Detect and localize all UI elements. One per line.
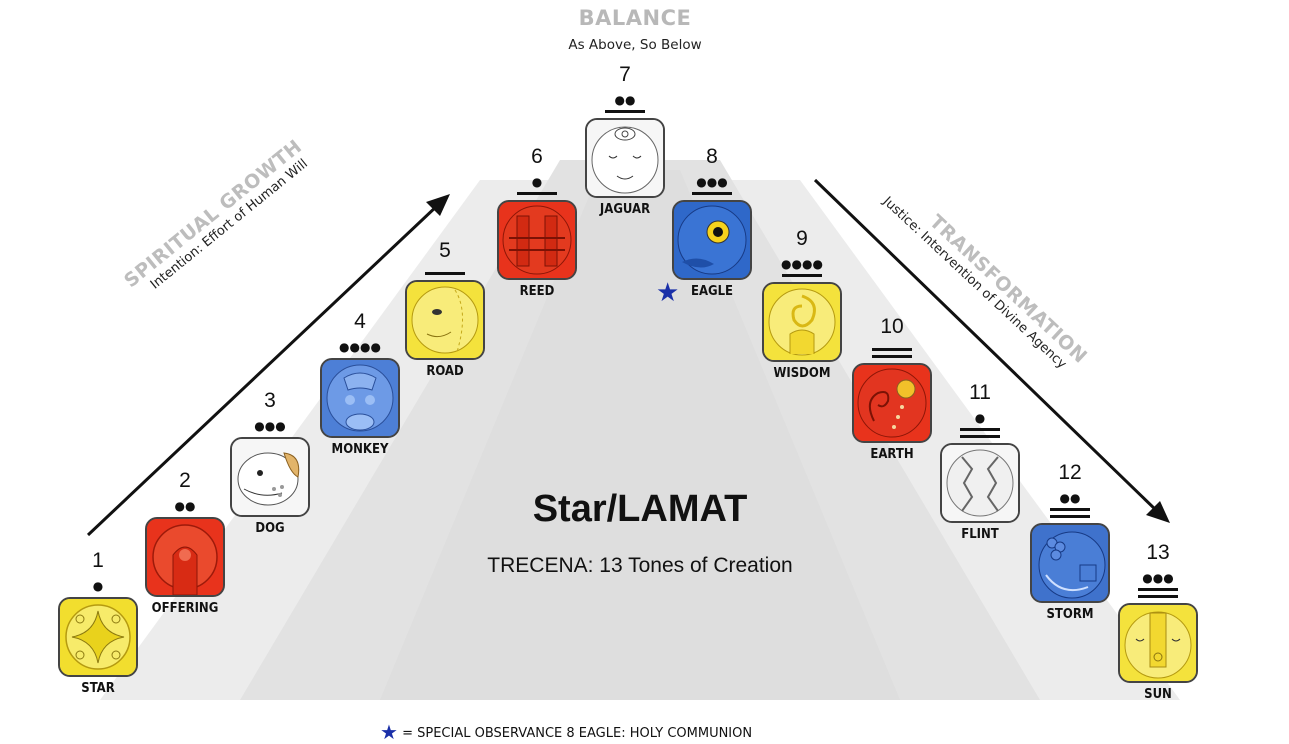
flint-glyph-icon: [940, 443, 1020, 523]
tone-bar: [872, 355, 912, 358]
tone-number: 6: [531, 145, 543, 168]
tone-label: ROAD: [426, 364, 464, 379]
dog-glyph-icon: [230, 437, 310, 517]
tone-number: 5: [439, 239, 451, 262]
tone-label: STAR: [81, 681, 115, 696]
monkey-glyph-icon: [320, 358, 400, 438]
tone-label: REED: [519, 284, 555, 299]
eagle-glyph-icon: [672, 200, 752, 280]
tone-number: 10: [880, 315, 904, 338]
tone-number: 9: [796, 227, 808, 250]
tone-number: 8: [706, 145, 718, 168]
trecena-subtitle: TRECENA: 13 Tones of Creation: [487, 554, 793, 577]
tone-bar: [425, 272, 465, 275]
balance-heading: BALANCE: [578, 6, 692, 30]
tone-number: 7: [619, 63, 631, 86]
tone-bar: [782, 274, 822, 277]
tone-number: 4: [354, 310, 366, 333]
sun-glyph-icon: [1118, 603, 1198, 683]
right-arrow-line: [813, 178, 1160, 514]
tone-label: MONKEY: [331, 442, 389, 457]
earth-glyph-icon: [852, 363, 932, 443]
tone-dots: ●●●: [1142, 571, 1174, 585]
tone-number: 3: [264, 389, 276, 412]
tone-bar: [1050, 508, 1090, 511]
tone-dots: ●●●●: [339, 340, 381, 354]
road-glyph-icon: [405, 280, 485, 360]
tone-number: 2: [179, 469, 191, 492]
tone-label: JAGUAR: [599, 202, 651, 217]
right-arrow-head: [1146, 501, 1170, 523]
tone-label: SUN: [1144, 687, 1172, 702]
main-title: Star/LAMAT: [532, 488, 748, 530]
footer-legend: ★ = SPECIAL OBSERVANCE 8 EAGLE: HOLY COM…: [380, 720, 940, 744]
special-observance-star-icon: ★: [656, 278, 680, 308]
tone-label: DOG: [255, 521, 285, 536]
offering-glyph-icon: [145, 517, 225, 597]
jaguar-glyph-icon: [585, 118, 665, 198]
star-glyph-icon: [58, 597, 138, 677]
storm-glyph-icon: [1030, 523, 1110, 603]
left-arrow-line: [86, 203, 440, 537]
tone-bar: [960, 428, 1000, 431]
special-observance-star-icon: ★: [380, 720, 398, 744]
reed-glyph-icon: [497, 200, 577, 280]
tone-number: 12: [1058, 461, 1082, 484]
tone-bar: [960, 435, 1000, 438]
tone-label: EARTH: [870, 447, 914, 462]
footer-legend-text: = SPECIAL OBSERVANCE 8 EAGLE: HOLY COMMU…: [402, 726, 753, 741]
tone-number: 1: [92, 549, 104, 572]
tone-number: 13: [1146, 541, 1170, 564]
tone-dots: ●: [531, 175, 543, 189]
tone-bar: [1138, 595, 1178, 598]
tone-dots: ●: [974, 411, 986, 425]
tone-dots: ●●●●: [781, 257, 823, 271]
tone-label: WISDOM: [773, 366, 831, 381]
tone-dots: ●●: [174, 499, 196, 513]
tone-dots: ●: [92, 579, 104, 593]
tone-dots: ●●●: [254, 419, 286, 433]
tone-bar: [872, 348, 912, 351]
tone-bar: [692, 192, 732, 195]
wisdom-glyph-icon: [762, 282, 842, 362]
tone-label: FLINT: [961, 527, 999, 542]
balance-subheading: As Above, So Below: [568, 37, 702, 53]
tone-label: OFFERING: [151, 601, 219, 616]
tone-dots: ●●●: [696, 175, 728, 189]
tone-bar: [605, 110, 645, 113]
tone-bar: [1050, 515, 1090, 518]
tone-label: EAGLE: [690, 284, 734, 299]
left-arrow-head: [426, 194, 450, 216]
tone-bar: [517, 192, 557, 195]
tone-dots: ●●: [1059, 491, 1081, 505]
tone-bar: [1138, 588, 1178, 591]
tone-number: 11: [969, 381, 991, 404]
tone-label: STORM: [1046, 607, 1094, 622]
tone-dots: ●●: [614, 93, 636, 107]
